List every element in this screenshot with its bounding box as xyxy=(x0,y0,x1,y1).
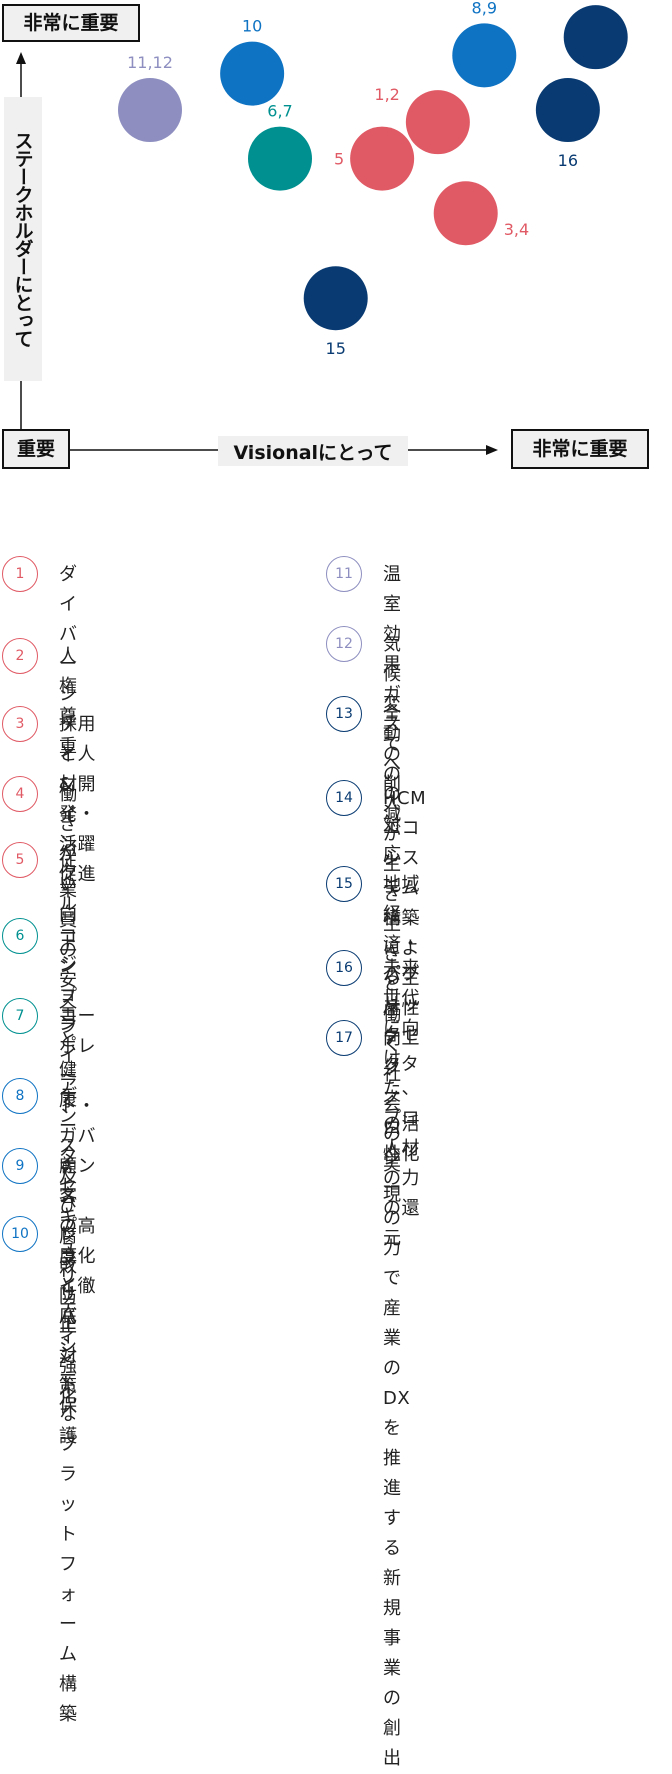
legend-number: 7 xyxy=(2,998,38,1034)
legend-text: テクノロジーの力で産業のDX を推進する新規事業の創出 xyxy=(383,1028,411,1769)
legend-number: 6 xyxy=(2,918,38,954)
bubble-13-14-17 xyxy=(563,5,628,70)
bubble-10 xyxy=(220,41,285,106)
legend-text: 働きがい向上 xyxy=(59,784,78,955)
legend-number: 11 xyxy=(326,556,362,592)
y-axis-title: ステークホルダーにとって xyxy=(4,97,42,381)
legend-text: 未来世代に向けた、プロ人材 の力の還元 xyxy=(383,958,420,1249)
legend-number: 13 xyxy=(326,696,362,732)
legend-number: 9 xyxy=(2,1148,38,1184)
legend-number: 10 xyxy=(2,1216,38,1252)
legend-text: 気候変動への対応 xyxy=(383,634,402,865)
x-axis-arrow-icon xyxy=(486,445,498,455)
bubble-1-2 xyxy=(405,90,470,155)
bubble-label: 1,2 xyxy=(374,85,399,104)
legend-text: 採用と人材開発・活躍促進 xyxy=(59,714,96,885)
bubble-11-12 xyxy=(118,78,182,142)
legend-number: 3 xyxy=(2,706,38,742)
bubble-label: 11,12 xyxy=(127,53,173,72)
legend-text: 人権尊重 xyxy=(59,646,78,757)
bubble-label: 3,4 xyxy=(504,220,529,239)
legend-text: レジリエントな プラットフォーム構築 xyxy=(59,1224,78,1725)
bubble-label: 8,9 xyxy=(472,0,497,17)
bubble-5 xyxy=(350,126,415,191)
legend-text: ダイバーシティ& インクルージョン xyxy=(59,564,78,1035)
bubble-15 xyxy=(303,266,368,331)
legend-number: 15 xyxy=(326,866,362,902)
legend-text: 温室効果ガスの削減 xyxy=(383,564,402,825)
y-axis-max-label: 非常に重要 xyxy=(2,4,140,42)
bubble-16 xyxy=(535,78,600,142)
bubble-label: 10 xyxy=(242,17,262,36)
legend-text: 従業員の安全と健康 xyxy=(59,850,78,1111)
legend-number: 12 xyxy=(326,626,362,662)
legend-number: 1 xyxy=(2,556,38,592)
bubble-label: 6,7 xyxy=(267,102,292,121)
y-axis-arrow-icon xyxy=(16,52,26,64)
legend-number: 2 xyxy=(2,638,38,674)
legend-number: 17 xyxy=(326,1020,362,1056)
legend-number: 14 xyxy=(326,780,362,816)
x-axis-title: Visionalにとって xyxy=(218,436,408,466)
bubble-label: 5 xyxy=(334,150,344,169)
bubble-8-9 xyxy=(452,23,517,88)
legend-text: HCMエコシステム構築 による生産性向上 xyxy=(383,788,427,1049)
legend-number: 5 xyxy=(2,842,38,878)
origin-label: 重要 xyxy=(2,429,70,469)
legend-text: 全ての人が生き生きと働く 社会の実現 xyxy=(383,704,402,1205)
legend-text: 地域経済・パブリックセクター の活性化 xyxy=(383,874,420,1165)
bubble-label: 15 xyxy=(326,339,346,358)
legend-number: 16 xyxy=(326,950,362,986)
legend-number: 8 xyxy=(2,1078,38,1114)
bubble-3-4 xyxy=(433,181,498,246)
bubble-label: 16 xyxy=(558,151,578,170)
x-axis-max-label: 非常に重要 xyxy=(511,429,649,469)
legend-number: 4 xyxy=(2,776,38,812)
bubble-6-7 xyxy=(248,126,312,191)
